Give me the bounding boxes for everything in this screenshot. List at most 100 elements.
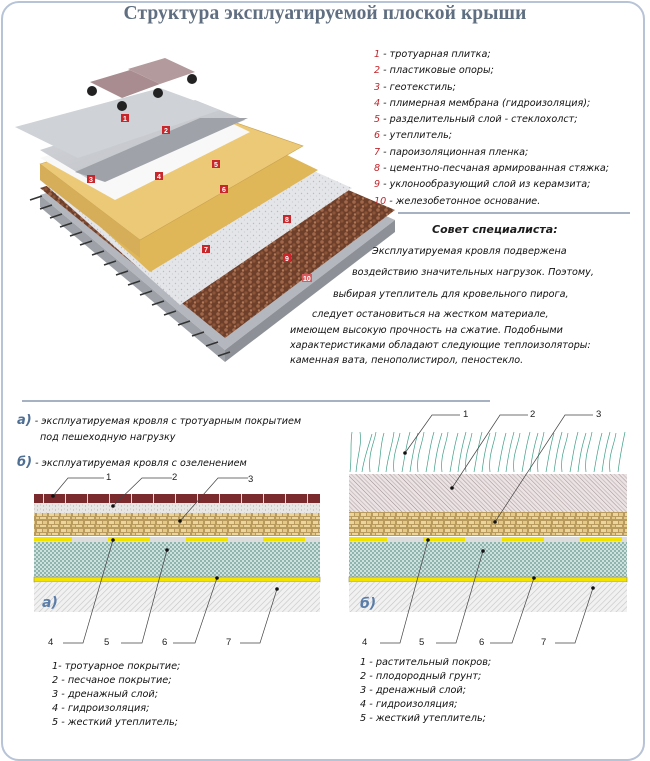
divider (22, 400, 490, 402)
section-a-legend: 1- тротуарное покрытие; 2 - песчаное пок… (52, 660, 180, 730)
callout-number: 3 (596, 409, 602, 420)
support-pedestal (87, 86, 97, 96)
concrete-front (40, 195, 225, 362)
sand-layer (34, 503, 320, 513)
support-pedestal (117, 101, 127, 111)
paving-tile (90, 70, 160, 98)
legend-item: 7 - пароизоляционная пленка; (374, 146, 529, 158)
advice-line: имеющем высокую прочность на сжатие. Под… (290, 325, 563, 336)
layer-marker-2 (162, 126, 170, 134)
legend-item: 3 - геотекстиль; (374, 81, 456, 93)
callout-number: 1 (463, 409, 469, 420)
insulation-layer (349, 542, 627, 577)
layer-marker-9 (283, 254, 291, 262)
waterproofing-layer (34, 537, 320, 542)
insulation-layer (34, 542, 320, 577)
callout-lines (380, 414, 594, 644)
legend-item: 5 - жесткий утеплитель; (52, 717, 178, 729)
section-a: а) (33, 477, 321, 644)
concrete-side (225, 220, 395, 362)
soil-layer (349, 474, 627, 512)
advice-line: характеристиками обладают следующие тепл… (290, 340, 591, 351)
callout-number: 6 (479, 637, 485, 648)
divider (398, 212, 630, 214)
membrane-layer (40, 100, 245, 180)
legend-item: 4 - плимерная мембрана (гидроизоляция); (374, 97, 591, 109)
marker-label: 4 (157, 174, 161, 181)
marker-label: 9 (285, 256, 289, 263)
legend-item: 3 - дренажный слой; (52, 689, 158, 701)
drainage-layer (34, 513, 320, 536)
callout-lines (52, 477, 278, 644)
vapor-layer (33, 576, 321, 583)
legend-item: 6 - утеплитель; (374, 130, 452, 142)
callout-number: 5 (419, 637, 425, 648)
legend-item: 5 - жесткий утеплитель; (360, 713, 486, 725)
advice-line: Эксплуатируемая кровля подвержена (372, 246, 567, 257)
geotextile-layer (15, 88, 220, 158)
callout-number: 3 (248, 474, 254, 485)
legend-item: 1 - растительный покров; (360, 657, 492, 668)
paving-tile (128, 58, 195, 84)
section-diagrams: а) б) (33, 414, 628, 644)
marker-label: 10 (303, 276, 311, 283)
callout-number: 2 (172, 472, 178, 483)
slab-layer (34, 582, 320, 612)
callout-number: 7 (226, 637, 232, 648)
marker-label: 7 (204, 247, 208, 254)
marker-label: 3 (89, 177, 93, 184)
waterproofing-strips (349, 537, 622, 541)
layer-marker-7 (202, 245, 210, 253)
legend-item: 3 - дренажный слой; (360, 685, 466, 697)
advice-line: каменная вата, пенополистирол, пеностекл… (290, 355, 524, 366)
marker-label: 8 (285, 217, 289, 224)
callout-number: 5 (104, 637, 110, 648)
legend-item: 2 - пластиковые опоры; (374, 65, 494, 77)
marker-label: 5 (214, 162, 218, 169)
layer-legend: 1 - тротуарная плитка; 2 - пластиковые о… (374, 47, 609, 210)
waterproofing-layer (349, 537, 627, 542)
membrane-strip (75, 118, 248, 182)
paving-layer (34, 494, 320, 503)
layer-marker-8 (283, 215, 291, 223)
callout-number: 4 (362, 637, 368, 648)
vapor-layer (348, 576, 628, 583)
waterproofing-strips (34, 537, 305, 541)
insulation-front (40, 164, 140, 258)
callout-dots (51, 494, 279, 591)
callout-number: 4 (48, 637, 54, 648)
roof-3d-illustration: 1 2 3 4 5 6 7 8 9 10 (15, 58, 395, 362)
callout-number: 6 (162, 637, 168, 648)
layer-markers: 1 2 3 4 5 6 7 8 9 10 (87, 114, 312, 283)
advice-line: воздействию значительных нагрузок. Поэто… (352, 267, 594, 278)
variant-a-description-cont: под пешеходную нагрузку (40, 432, 176, 443)
advice-line: выбирая утеплитель для кровельного пирог… (333, 289, 569, 300)
variant-b-description: б) - эксплуатируемая кровля с озеленение… (17, 455, 247, 470)
marker-label: 6 (222, 187, 226, 194)
layer-marker-3 (87, 175, 95, 183)
advice-title: Совет специалиста: (432, 223, 558, 236)
layer-marker-10 (302, 274, 312, 282)
callout-number: 7 (541, 637, 547, 648)
legend-item: 4 - гидроизоляция; (52, 703, 150, 715)
layer-marker-4 (155, 172, 163, 180)
support-pedestal (153, 88, 163, 98)
legend-item: 4 - гидроизоляция; (360, 699, 458, 711)
page-title: Структура эксплуатируемой плоской крыши (123, 3, 527, 24)
vegetation-layer (349, 431, 626, 473)
legend-item: 1- тротуарное покрытие; (52, 661, 181, 672)
legend-item: 2 - плодородный грунт; (360, 671, 482, 683)
rebar-stubs (29, 195, 231, 357)
legend-item: 2 - песчаное покрытие; (52, 675, 172, 687)
layer-marker-1 (121, 114, 129, 122)
legend-item: 8 - цементно-песчаная армированная стяжк… (374, 163, 610, 175)
legend-item: 5 - разделительный слой - стеклохолст; (374, 114, 578, 126)
variant-a-description: а) - эксплуатируемая кровля с тротуарным… (17, 413, 302, 428)
marker-label: 2 (164, 128, 168, 135)
legend-item: 9 - уклонообразующий слой из керамзита; (374, 179, 591, 191)
drainage-layer (349, 512, 627, 536)
layer-marker-6 (220, 185, 228, 193)
support-pedestal (187, 74, 197, 84)
legend-item: 1 - тротуарная плитка; (374, 49, 491, 60)
section-a-label: а) (42, 595, 58, 611)
